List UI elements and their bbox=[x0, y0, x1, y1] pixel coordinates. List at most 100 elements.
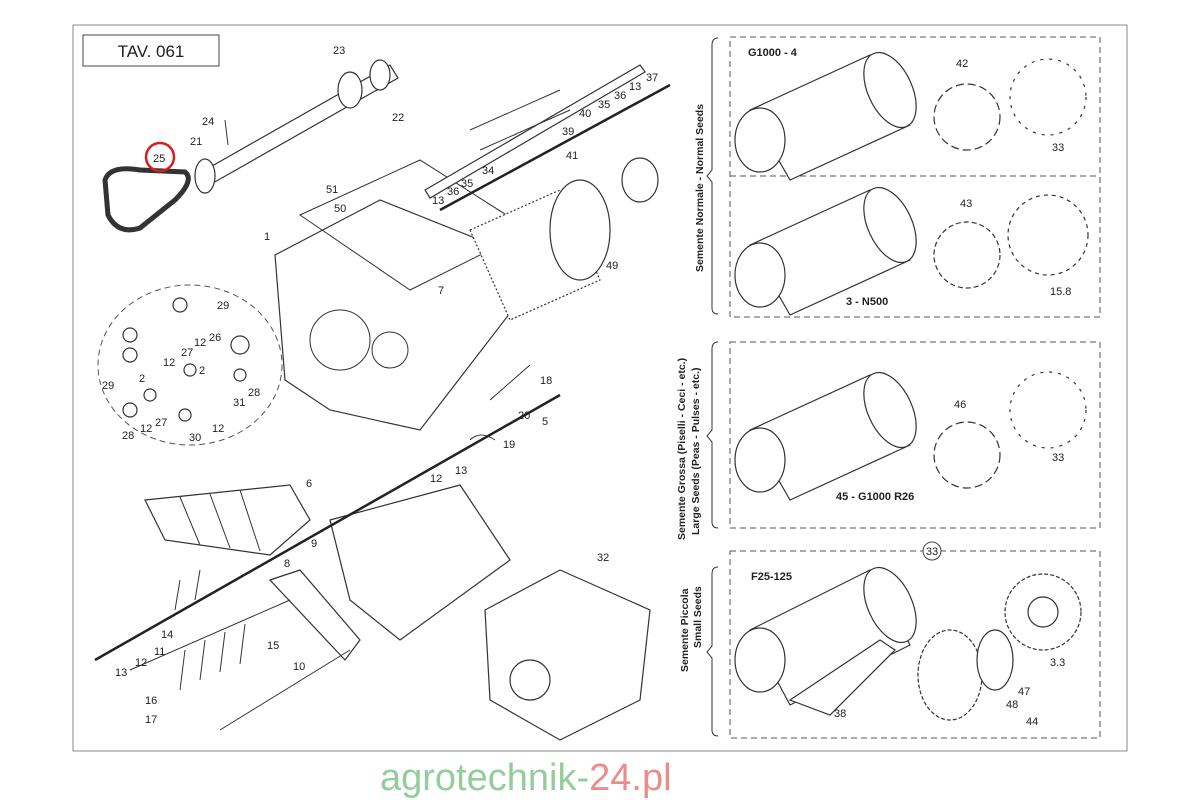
lever-8 bbox=[129, 569, 361, 731]
part-label: 17 bbox=[145, 714, 157, 726]
part-label: 12 bbox=[194, 337, 206, 349]
part-label: 51 bbox=[326, 184, 338, 196]
part-label: 36 bbox=[447, 186, 459, 198]
roller-g1000-4 bbox=[734, 51, 917, 181]
section-title-normal: Semente Normale - Normal Seeds bbox=[694, 104, 706, 272]
divider-line bbox=[94, 393, 561, 662]
part-label: 13 bbox=[455, 465, 467, 477]
part-label: 16 bbox=[145, 695, 157, 707]
part-label: 35 bbox=[461, 178, 473, 190]
part-label: 25 bbox=[153, 153, 165, 165]
part-label: 29 bbox=[102, 380, 114, 392]
reference-label: 33 bbox=[926, 546, 938, 558]
part-label: 15 bbox=[267, 640, 279, 652]
hopper-body bbox=[274, 159, 532, 431]
part-label: 44 bbox=[1026, 716, 1038, 728]
part-label: 19 bbox=[503, 439, 515, 451]
part-label: 1 bbox=[264, 231, 270, 243]
part-label: 28 bbox=[248, 387, 260, 399]
part-label: 18 bbox=[540, 375, 552, 387]
diagram-frame bbox=[72, 24, 1128, 752]
part-label: 43 bbox=[960, 198, 972, 210]
highlight-circle bbox=[144, 141, 176, 173]
part-label: 11 bbox=[154, 646, 165, 658]
part-label: 30 bbox=[189, 432, 201, 444]
roller-label: G1000 - 4 bbox=[748, 47, 798, 59]
part-label: 13 bbox=[115, 667, 127, 679]
part-label: 13 bbox=[629, 81, 641, 93]
table-title: TAV. 061 bbox=[118, 42, 185, 61]
seed-guides-9 bbox=[329, 484, 511, 641]
part-label: 34 bbox=[482, 165, 494, 177]
part-label: 40 bbox=[579, 108, 591, 120]
part-label: 13 bbox=[432, 195, 444, 207]
shaft-assembly bbox=[194, 59, 399, 194]
part-label: 35 bbox=[598, 99, 610, 111]
normal-seeds-box bbox=[729, 36, 1101, 318]
brace-small bbox=[706, 566, 719, 737]
part-label: 9 bbox=[311, 538, 317, 550]
brace-large bbox=[706, 341, 719, 529]
spring-19 bbox=[469, 364, 531, 441]
part-label: 37 bbox=[646, 72, 658, 84]
part-label: 6 bbox=[306, 478, 312, 490]
part-label: 47 bbox=[1018, 686, 1030, 698]
watermark: agrotechnik-24.pl bbox=[380, 757, 672, 799]
part-label: 32 bbox=[597, 552, 609, 564]
part-label: 12 bbox=[212, 423, 224, 435]
part-label: 23 bbox=[333, 45, 345, 57]
part-label: 24 bbox=[202, 116, 214, 128]
part-label: 42 bbox=[956, 58, 968, 70]
part-label: 22 bbox=[392, 112, 404, 124]
roller-label: 45 - G1000 R26 bbox=[836, 491, 914, 503]
part-label: 20 bbox=[518, 410, 530, 422]
part-label: 7 bbox=[438, 285, 444, 297]
dimension-label: 33 bbox=[1052, 452, 1064, 464]
roller-g1000-r26 bbox=[734, 371, 917, 501]
part-label: 39 bbox=[562, 126, 574, 138]
part-label: 27 bbox=[155, 417, 167, 429]
part-label: 12 bbox=[140, 423, 152, 435]
part-label: 38 bbox=[834, 708, 846, 720]
part-label: 29 bbox=[217, 300, 229, 312]
part-label: 10 bbox=[293, 661, 305, 673]
reference-circle bbox=[922, 541, 942, 561]
section-title-large-en: Large Seeds (Peas - Pulses - etc.) bbox=[690, 368, 702, 536]
dimension-label: 3.3 bbox=[1050, 657, 1065, 669]
roller-label: F25-125 bbox=[751, 571, 792, 583]
dimension-label: 15.8 bbox=[1050, 286, 1071, 298]
seed-guides-6 bbox=[144, 484, 311, 556]
part-label: 5 bbox=[542, 416, 548, 428]
part-label: 2 bbox=[199, 365, 205, 377]
star-wheels bbox=[917, 58, 1089, 721]
part-label: 12 bbox=[430, 473, 442, 485]
part-label: 31 bbox=[233, 397, 245, 409]
large-seeds-box bbox=[729, 341, 1101, 529]
part-label: 49 bbox=[606, 260, 618, 272]
roller-f25-125 bbox=[734, 566, 917, 716]
section-title-large-it: Semente Grossa (Piselli - Ceci - etc.) bbox=[676, 358, 688, 540]
divider-line-top bbox=[439, 83, 671, 212]
section-title-small-it: Semente Piccola bbox=[679, 588, 691, 672]
metering-roller-49 bbox=[469, 157, 659, 321]
rod-assembly-41 bbox=[424, 64, 646, 199]
part-label: 46 bbox=[954, 399, 966, 411]
brace-normal bbox=[706, 37, 719, 315]
part-label: 14 bbox=[161, 629, 173, 641]
part-number-labels: 23 22 24 21 25 51 50 1 37 13 36 35 40 39… bbox=[102, 45, 658, 726]
part-label: 36 bbox=[614, 90, 626, 102]
springs-15 bbox=[174, 569, 246, 691]
part-label: 26 bbox=[209, 332, 221, 344]
part-label: 28 bbox=[122, 430, 134, 442]
part-label: 41 bbox=[566, 150, 578, 162]
section-title-small-en: Small Seeds bbox=[692, 586, 704, 648]
distributor-32 bbox=[484, 569, 651, 741]
small-seeds-box bbox=[729, 550, 1101, 739]
part-label: 8 bbox=[284, 558, 290, 570]
fasteners bbox=[122, 297, 250, 422]
belt-part-25 bbox=[102, 166, 191, 233]
part-label: 27 bbox=[181, 347, 193, 359]
part-label: 12 bbox=[163, 357, 175, 369]
part-label: 12 bbox=[135, 657, 147, 669]
